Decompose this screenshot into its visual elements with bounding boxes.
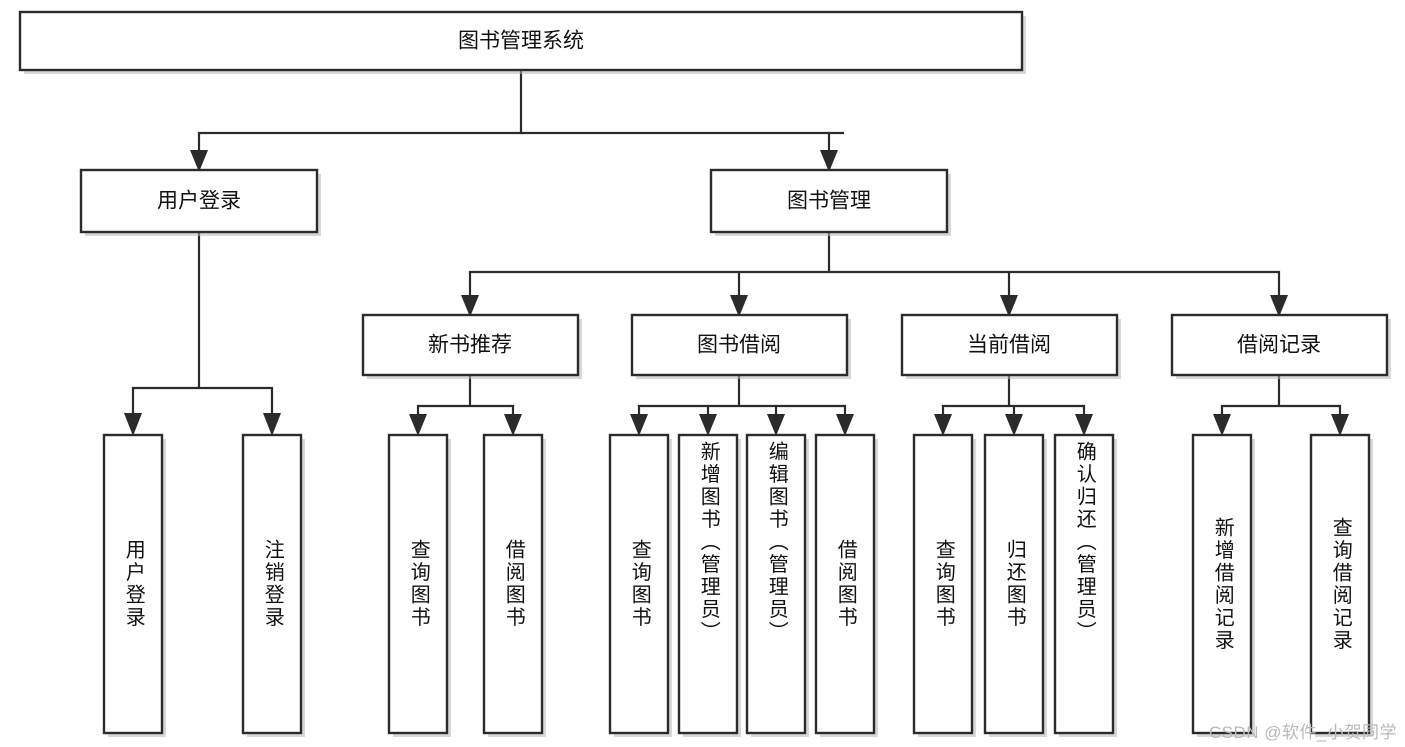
node-leaf-confirm-return[interactable] <box>1053 433 1117 737</box>
node-book-manage-label: 图书管理 <box>787 190 871 213</box>
node-leaf-add-book[interactable] <box>677 433 741 737</box>
node-leaf-query-book-borrow[interactable] <box>608 433 672 737</box>
node-user-login[interactable]: 用户登录 <box>79 168 321 236</box>
node-borrow-record[interactable]: 借阅记录 <box>1170 313 1391 379</box>
node-book-borrow-label: 图书借阅 <box>697 334 781 357</box>
node-user-login-label: 用户登录 <box>157 190 241 213</box>
connector-user-login-trunk <box>131 230 274 420</box>
arrow-head-icon <box>190 150 208 172</box>
arrowhead-group <box>124 150 1349 436</box>
connector-current-borrow-trunk <box>941 373 1086 422</box>
arrow-head-icon <box>1000 295 1018 317</box>
node-leaf-add-record[interactable] <box>1191 433 1255 737</box>
node-book-borrow[interactable]: 图书借阅 <box>630 313 851 379</box>
arrow-head-icon <box>934 414 952 436</box>
leaf-box-group <box>102 433 1373 737</box>
node-current-borrow-label: 当前借阅 <box>967 334 1051 357</box>
arrow-head-icon <box>504 414 522 436</box>
connector-new-book-rec-trunk <box>416 373 515 422</box>
node-leaf-query-record[interactable] <box>1309 433 1373 737</box>
connector-borrow-record-trunk <box>1220 373 1342 422</box>
node-leaf-query-book-cur[interactable] <box>912 433 976 737</box>
arrow-head-icon <box>767 414 785 436</box>
arrow-head-icon <box>699 414 717 436</box>
arrow-head-icon <box>820 150 838 172</box>
arrow-head-icon <box>409 414 427 436</box>
node-leaf-user-login[interactable] <box>102 433 166 737</box>
arrow-head-icon <box>1270 295 1288 317</box>
node-leaf-query-book-rec[interactable] <box>387 433 451 737</box>
node-new-book-rec-label: 新书推荐 <box>428 334 512 357</box>
arrow-head-icon <box>730 295 748 317</box>
node-leaf-user-logout[interactable] <box>241 433 305 737</box>
arrow-head-icon <box>836 414 854 436</box>
node-borrow-record-label: 借阅记录 <box>1237 334 1321 357</box>
node-root[interactable]: 图书管理系统 <box>18 10 1026 74</box>
connector-book-manage-trunk <box>468 230 1281 302</box>
arrow-head-icon <box>1213 414 1231 436</box>
node-root-label: 图书管理系统 <box>458 30 584 53</box>
connector-book-borrow-trunk <box>637 373 847 422</box>
arrow-head-icon <box>1331 414 1349 436</box>
node-leaf-borrow-book[interactable] <box>814 433 878 737</box>
arrow-head-icon <box>630 414 648 436</box>
arrow-head-icon <box>1005 414 1023 436</box>
arrow-head-icon <box>1075 414 1093 436</box>
connector-root-trunk <box>197 68 845 157</box>
node-new-book-rec[interactable]: 新书推荐 <box>361 313 582 379</box>
node-box-group: 图书管理系统 用户登录 图书管理 新书推荐 <box>18 10 1391 737</box>
node-leaf-edit-book[interactable] <box>745 433 809 737</box>
connector-group <box>131 68 1342 422</box>
node-leaf-borrow-book-rec[interactable] <box>482 433 546 737</box>
node-current-borrow[interactable]: 当前借阅 <box>900 313 1121 379</box>
node-leaf-return-book[interactable] <box>983 433 1047 737</box>
watermark-text: CSDN @软件_小贺同学 <box>1208 723 1397 742</box>
arrow-head-icon <box>263 413 281 436</box>
arrow-head-icon <box>461 295 479 317</box>
arrow-head-icon <box>124 413 142 436</box>
node-book-manage[interactable]: 图书管理 <box>709 168 951 236</box>
